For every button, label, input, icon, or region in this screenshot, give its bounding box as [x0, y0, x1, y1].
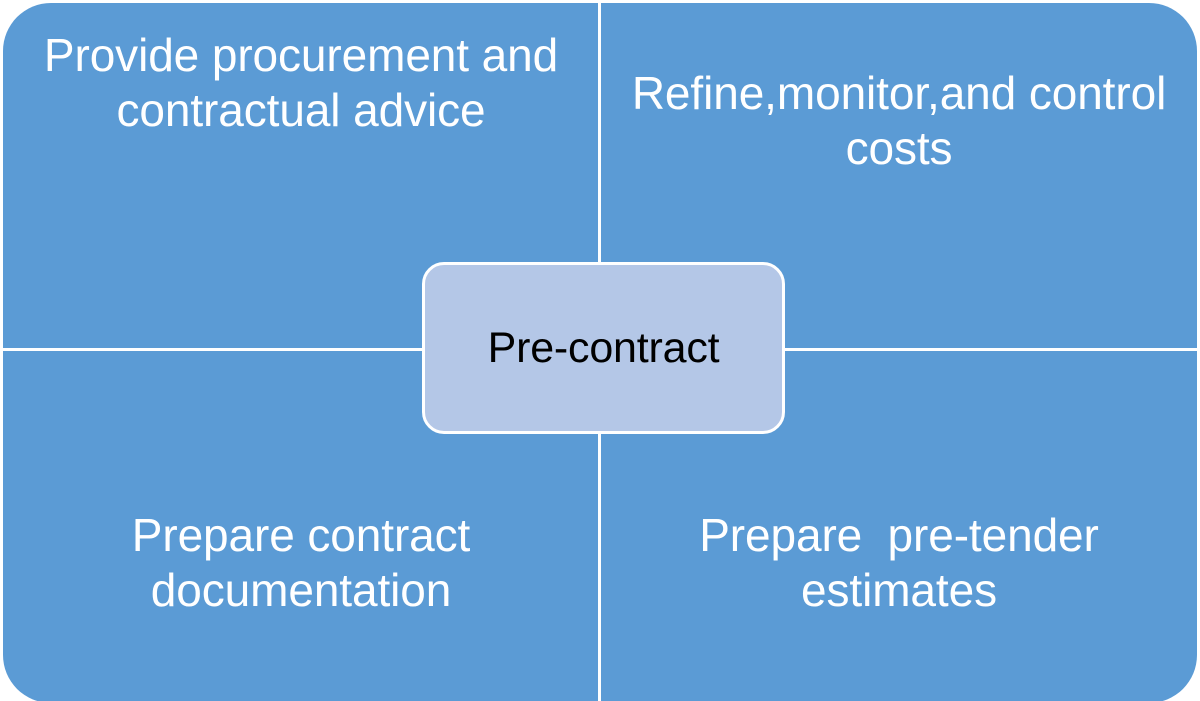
center-hub[interactable]: Pre-contract — [422, 262, 785, 434]
quadrant-top-left-label: Provide procurement and contractual advi… — [43, 29, 571, 136]
quadrant-top-right[interactable]: Refine,monitor,and control costs — [620, 66, 1178, 326]
quadrant-bottom-right[interactable]: Prepare pre-tender estimates — [620, 508, 1178, 678]
quadrant-bottom-left-label: Prepare contract documentation — [131, 509, 483, 616]
quadrant-bottom-right-label: Prepare pre-tender estimates — [699, 509, 1112, 616]
quadrant-top-right-label: Refine,monitor,and control costs — [631, 67, 1179, 174]
center-hub-label: Pre-contract — [487, 324, 720, 372]
quadrant-bottom-left[interactable]: Prepare contract documentation — [22, 508, 580, 678]
quadrant-top-left[interactable]: Provide procurement and contractual advi… — [22, 28, 580, 328]
